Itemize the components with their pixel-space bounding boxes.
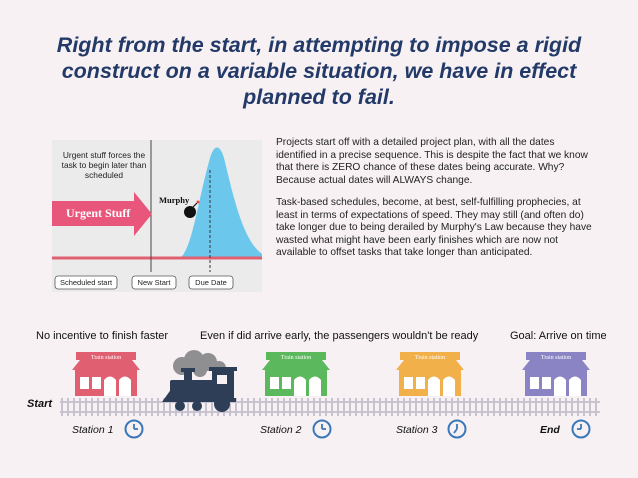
schedule-diagram: Urgent stuff forces the task to begin la… <box>52 140 262 292</box>
station-building-4: Train station <box>522 352 590 396</box>
locomotive-icon <box>162 367 237 412</box>
marker-due-date: Due Date <box>195 278 227 287</box>
urgent-note: Urgent stuff forces the task to begin la… <box>61 150 147 180</box>
paragraph-2: Task-based schedules, become, at best, s… <box>276 197 592 258</box>
paragraph-1: Projects start off with a detailed proje… <box>276 137 588 186</box>
marker-scheduled-start: Scheduled start <box>59 278 113 287</box>
station-building-1: Train station <box>72 352 140 396</box>
station-building-2: Train station <box>262 352 330 396</box>
clock-icon <box>312 419 332 439</box>
marker-new-start: New Start <box>137 278 171 287</box>
clock-icon <box>124 419 144 439</box>
station-sign: Train station <box>91 355 121 361</box>
slide-title: Right from the start, in attempting to i… <box>56 33 582 109</box>
station-sign: Train station <box>281 355 311 361</box>
caption-middle: Even if did arrive early, the passengers… <box>200 330 479 342</box>
urgent-arrow <box>52 192 152 236</box>
clock-icon <box>447 419 467 439</box>
urgent-arrow-label: Urgent Stuff <box>66 206 131 220</box>
station-2-label: Station 2 <box>260 424 302 436</box>
station-1-label: Station 1 <box>72 424 114 436</box>
clock-icon <box>571 419 591 439</box>
caption-right: Goal: Arrive on time <box>510 330 607 342</box>
train-scene: Train station Train station Train station T… <box>60 350 600 416</box>
murphy-label: Murphy <box>159 195 190 205</box>
station-sign: Train station <box>415 355 445 361</box>
station-building-3: Train station <box>396 352 464 396</box>
bomb-icon <box>184 206 196 218</box>
station-3-label: Station 3 <box>396 424 438 436</box>
station-sign: Train station <box>541 355 571 361</box>
murphy-curve <box>180 147 262 258</box>
caption-left: No incentive to finish faster <box>36 330 169 342</box>
start-label: Start <box>27 398 53 410</box>
description: Projects start off with a detailed proje… <box>276 137 596 270</box>
end-label: End <box>540 424 560 436</box>
steam-cloud <box>173 350 226 377</box>
railway-track <box>60 398 600 416</box>
schedule-diagram-graphic <box>52 140 262 292</box>
